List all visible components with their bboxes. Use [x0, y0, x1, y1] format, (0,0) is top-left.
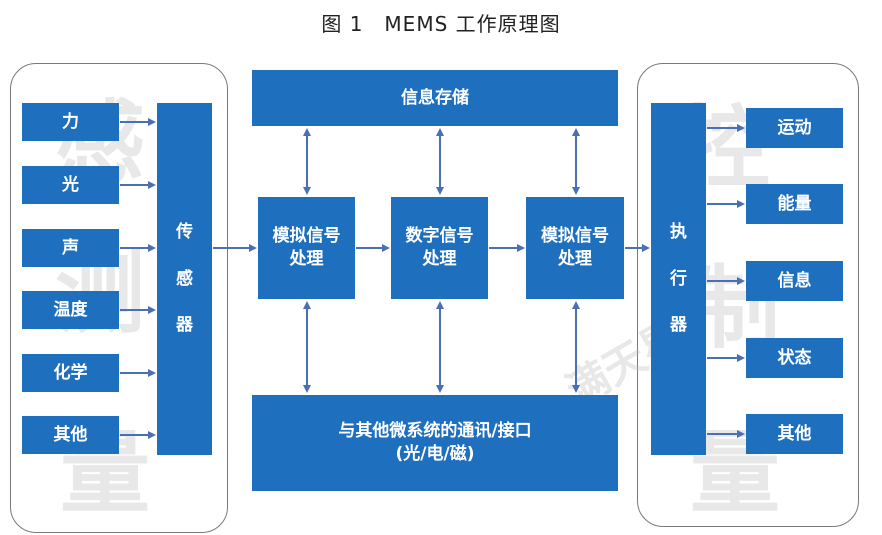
sensor-label-2: 感 — [176, 268, 193, 289]
digital-line2: 处理 — [422, 249, 457, 269]
interface-line1: 与其他微系统的通讯/接口 — [338, 421, 532, 442]
sensor-label-1: 传 — [176, 221, 193, 242]
digital-box: 数字信号 处理 — [391, 197, 488, 299]
analog-out-line1: 模拟信号 — [541, 226, 609, 247]
output-motion: 运动 — [746, 108, 843, 148]
sensor-box: 传 感 器 — [157, 103, 212, 455]
interface-line2: (光/电/磁) — [395, 444, 475, 464]
actuator-label-3: 器 — [670, 315, 687, 336]
digital-line1: 数字信号 — [405, 226, 474, 247]
input-sound: 声 — [22, 229, 119, 267]
storage-box: 信息存储 — [252, 70, 618, 126]
actuator-label-1: 执 — [670, 221, 687, 242]
output-state: 状态 — [746, 338, 843, 378]
input-other: 其他 — [22, 416, 119, 454]
analog-out-box: 模拟信号 处理 — [526, 197, 624, 299]
analog-in-box: 模拟信号 处理 — [258, 197, 355, 299]
input-force: 力 — [22, 103, 119, 141]
input-light: 光 — [22, 166, 119, 204]
output-energy: 能量 — [746, 184, 843, 224]
actuator-box: 执 行 器 — [651, 103, 706, 455]
output-information: 信息 — [746, 261, 843, 301]
interface-box: 与其他微系统的通讯/接口 (光/电/磁) — [252, 395, 618, 491]
output-other: 其他 — [746, 414, 843, 454]
figure-title: 图 1 MEMS 工作原理图 — [321, 12, 561, 36]
sensor-label-3: 器 — [176, 315, 193, 336]
analog-in-line2: 处理 — [289, 249, 324, 269]
input-chemical: 化学 — [22, 354, 119, 392]
input-temperature: 温度 — [22, 291, 119, 329]
analog-out-line2: 处理 — [558, 249, 592, 269]
analog-in-line1: 模拟信号 — [272, 226, 341, 247]
actuator-label-2: 行 — [670, 268, 687, 289]
